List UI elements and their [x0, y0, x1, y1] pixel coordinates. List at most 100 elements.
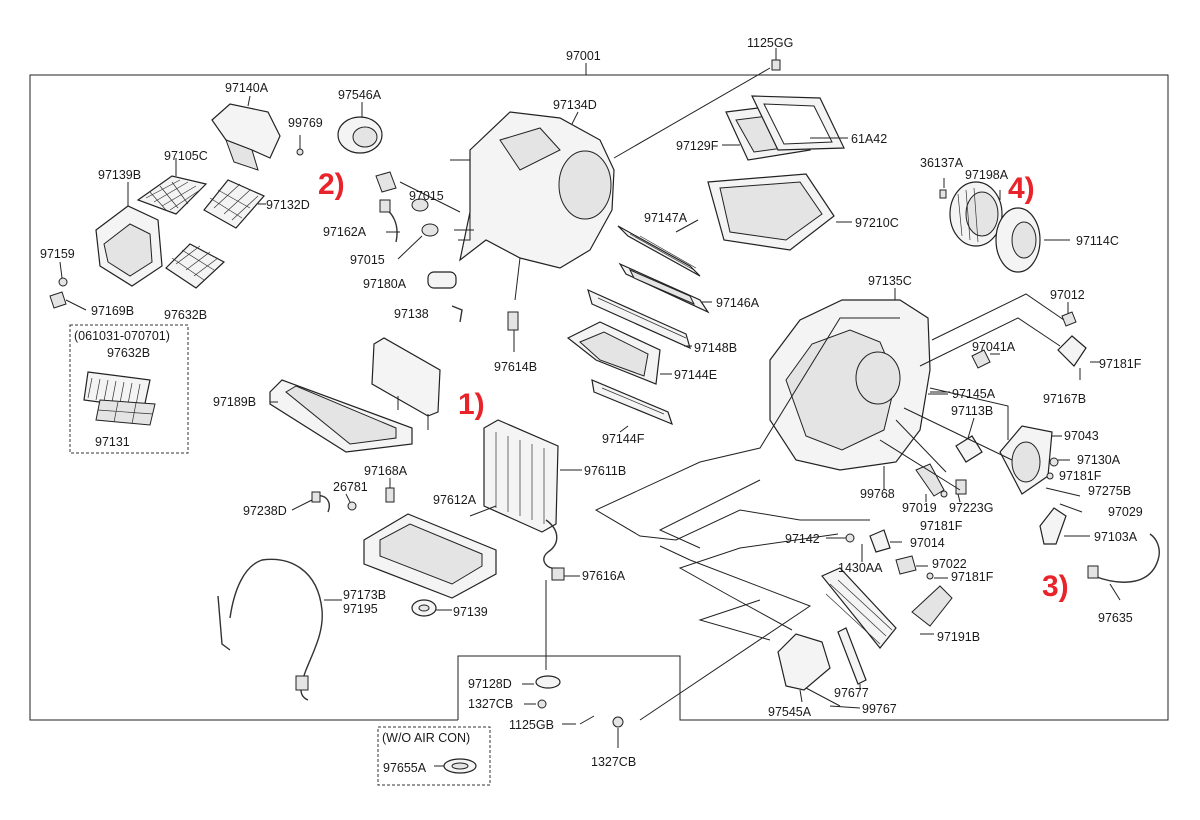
label-97148B: 97148B — [694, 341, 737, 355]
label-1327CB-a: 1327CB — [468, 697, 513, 711]
nut-1327CB-a — [537, 699, 547, 709]
lever-97019 — [915, 463, 945, 497]
label-97015-b: 97015 — [350, 253, 385, 267]
bolt-1125GB — [579, 715, 595, 725]
screw-99769 — [296, 135, 304, 156]
label-97146A: 97146A — [716, 296, 760, 310]
part-labels: 1125GG 97140A 97546A 97134D 99769 97129F… — [40, 36, 1143, 775]
clip-97029 — [1059, 503, 1083, 513]
variant-box-title: (061031-070701) — [74, 329, 170, 343]
bolt-1125GG — [771, 48, 781, 71]
link-97162A — [379, 199, 398, 243]
label-97132D: 97132D — [266, 198, 310, 212]
label-97139: 97139 — [453, 605, 488, 619]
cover-marker-1 — [371, 337, 441, 430]
marker-4: 4) — [1008, 172, 1035, 205]
label-97611B: 97611B — [584, 464, 626, 478]
label-97014: 97014 — [910, 536, 945, 550]
label-1327CB-b: 1327CB — [591, 755, 636, 769]
label-97144F: 97144F — [602, 432, 645, 446]
label-97181F-d: 97181F — [951, 570, 994, 584]
label-97029: 97029 — [1108, 505, 1143, 519]
duct-97545A — [777, 633, 841, 707]
label-97142: 97142 — [785, 532, 820, 546]
duct-97546A — [337, 102, 383, 154]
sensor-97614B — [507, 311, 519, 352]
label-97135C: 97135C — [868, 274, 912, 288]
callout-markers: 1) 2) 3) 4) — [318, 168, 1069, 603]
woac-box-title: (W/O AIR CON) — [382, 731, 470, 745]
filter-97132D — [203, 179, 265, 229]
label-97162A: 97162A — [323, 225, 367, 239]
door-97144F — [591, 379, 673, 426]
label-97195: 97195 — [343, 602, 378, 616]
label-97181F-b: 97181F — [1059, 469, 1102, 483]
label-99769: 99769 — [288, 116, 323, 130]
label-97210C: 97210C — [855, 216, 899, 230]
case-97134D — [459, 111, 615, 301]
label-1125GB: 1125GB — [509, 718, 554, 732]
label-97022: 97022 — [932, 557, 967, 571]
door-97147A — [617, 225, 701, 277]
heater-core-97191B — [821, 567, 953, 649]
seal-61A42 — [751, 95, 845, 151]
label-97138: 97138 — [394, 307, 429, 321]
woac-box — [377, 726, 491, 786]
actuator-97167B — [1057, 335, 1100, 367]
leader-lines — [127, 67, 1121, 725]
bushing-97015b — [397, 223, 439, 260]
door-97148B — [587, 288, 691, 350]
screw-36137A — [939, 189, 947, 199]
label-97612A: 97612A — [433, 493, 477, 507]
screw-97159 — [58, 261, 68, 287]
label-97616A: 97616A — [582, 569, 626, 583]
grommet-97128D — [535, 675, 561, 689]
case-97135C — [769, 288, 931, 471]
door-97146A — [618, 262, 710, 314]
label-97041A: 97041A — [972, 340, 1016, 354]
label-97145A: 97145A — [952, 387, 996, 401]
label-97043: 97043 — [1064, 429, 1099, 443]
label-97114C: 97114C — [1076, 234, 1119, 248]
label-97147A: 97147A — [644, 211, 688, 225]
label-97129F: 97129F — [676, 139, 719, 153]
label-97167B: 97167B — [1043, 392, 1086, 406]
blower-wheel-97198A — [949, 181, 1003, 247]
hose-97238D — [311, 491, 330, 513]
label-97545A: 97545A — [768, 705, 812, 719]
filter-97105C — [136, 175, 208, 215]
label-97012: 97012 — [1050, 288, 1085, 302]
door-97144E — [566, 321, 661, 385]
marker-2: 2) — [318, 168, 345, 201]
label-61A42: 61A42 — [851, 132, 887, 146]
label-97632B-variant: 97632B — [107, 346, 150, 360]
label-1430AA: 1430AA — [838, 561, 883, 575]
screw-97012 — [1061, 311, 1077, 327]
label-97189B: 97189B — [213, 395, 256, 409]
label-97677: 97677 — [834, 686, 869, 700]
blower-cover-97043 — [999, 425, 1053, 495]
filter-housing-97210C — [707, 173, 835, 251]
label-97655A: 97655A — [383, 761, 427, 775]
label-97128D: 97128D — [468, 677, 512, 691]
variant-box — [69, 324, 189, 454]
harness-97173B — [217, 558, 323, 701]
label-97140A: 97140A — [225, 81, 269, 95]
label-26781: 26781 — [333, 480, 368, 494]
label-97139B: 97139B — [98, 168, 141, 182]
actuator-97169B — [49, 291, 87, 311]
label-97180A: 97180A — [363, 277, 407, 291]
grommet-97180A — [427, 271, 457, 289]
nut-97130A — [1049, 457, 1059, 467]
marker-3: 3) — [1042, 570, 1069, 603]
assembly-outline — [29, 74, 1169, 721]
actuator-97113B — [955, 435, 983, 463]
filter-97632B — [165, 243, 226, 289]
label-1125GG: 1125GG — [747, 36, 793, 50]
bushing-97015a — [411, 198, 429, 212]
lever-97014 — [869, 529, 891, 553]
label-97131: 97131 — [95, 435, 130, 449]
link-97223G — [955, 479, 967, 495]
